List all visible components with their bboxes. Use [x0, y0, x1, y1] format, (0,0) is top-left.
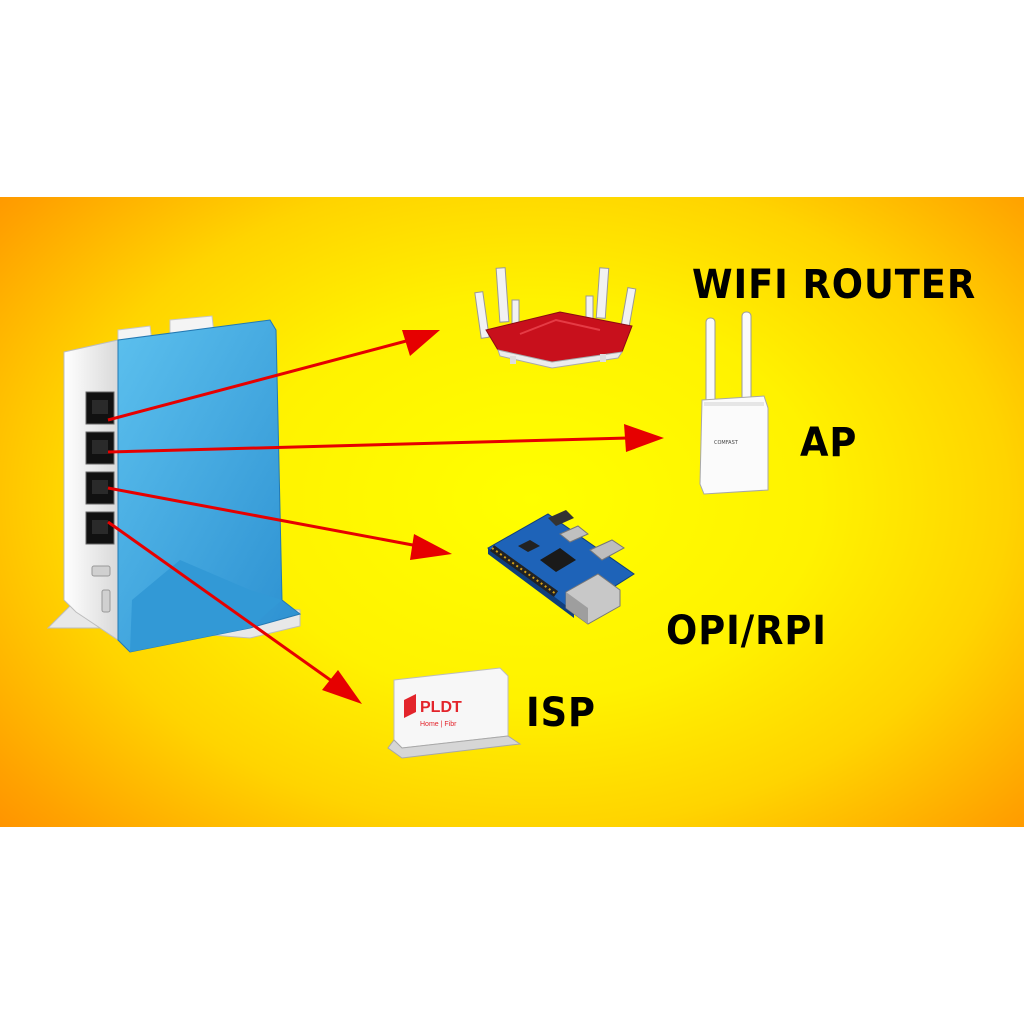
isp-sub-text: Home | Fibr: [420, 721, 457, 728]
wifi-router-device: [474, 267, 637, 369]
arrowhead-isp: [322, 670, 362, 704]
label-opi-rpi: OPI/RPI: [666, 608, 827, 654]
arrow-to-isp: [107, 520, 337, 686]
arrow-to-wifi-router: [107, 338, 411, 422]
label-ap: AP: [800, 420, 858, 466]
access-point-device: COMFAST: [699, 311, 769, 495]
arrowhead-ap: [624, 424, 664, 452]
isp-brand-text: PLDT: [420, 699, 462, 716]
arrow-to-ap: [107, 436, 629, 454]
isp-modem-device: PLDT Home | Fibr: [387, 667, 522, 759]
label-wifi-router: WIFI ROUTER: [692, 262, 977, 308]
main-router: [46, 315, 302, 653]
arrowhead-board: [410, 534, 452, 560]
connection-arrows: [107, 330, 664, 704]
label-isp: ISP: [526, 690, 596, 736]
ap-brand-text: COMFAST: [714, 440, 739, 446]
arrow-to-board: [107, 486, 419, 548]
single-board-computer: [487, 510, 635, 625]
arrowhead-wifi-router: [402, 330, 440, 356]
